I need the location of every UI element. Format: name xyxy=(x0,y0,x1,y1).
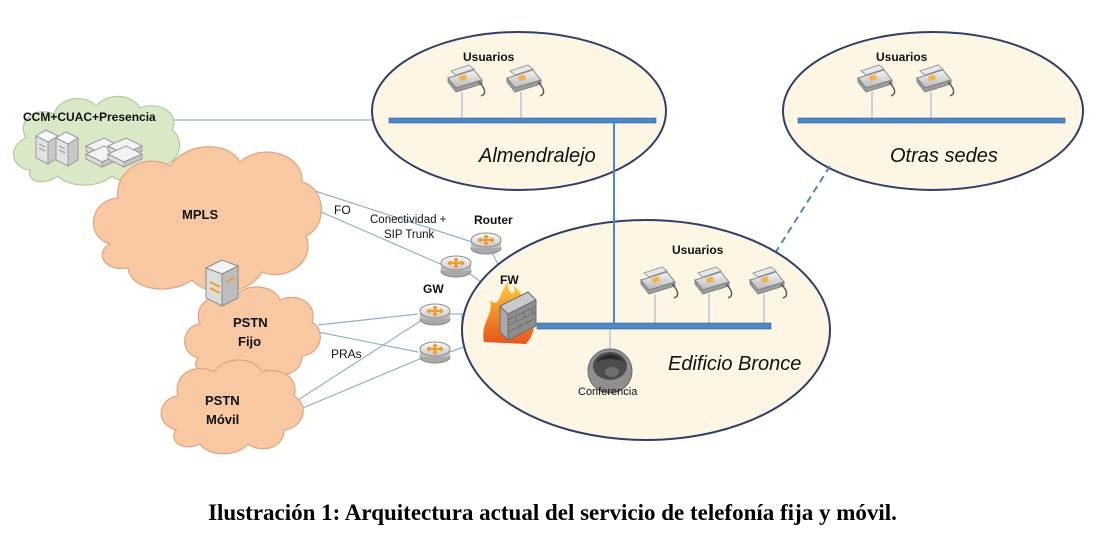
connectivity-label-1: Conectividad + xyxy=(370,214,447,226)
pstn-fijo-cloud: PSTN Fijo xyxy=(184,286,321,381)
bronce-lan-bus xyxy=(536,322,772,330)
pra-link-movil-gw1 xyxy=(297,319,423,401)
bronce-site-name: Edificio Bronce xyxy=(668,353,801,375)
pra-link-fijo-gw1 xyxy=(317,313,419,326)
architecture-diagram: Usuarios Almendralejo Usuarios Otras sed… xyxy=(13,31,1084,455)
otras-sedes-site-name: Otras sedes xyxy=(890,145,998,167)
gw-upper-icon xyxy=(418,302,452,327)
otras-sedes-lan-bus xyxy=(797,117,1066,124)
pstn-movil-label-1: PSTN xyxy=(205,393,240,408)
pstn-movil-cloud: PSTN Móvil xyxy=(160,359,304,455)
almendralejo-lan-bus xyxy=(388,117,657,124)
fo-link-upper xyxy=(311,189,473,243)
site-otras-sedes: Usuarios Otras sedes xyxy=(782,31,1084,191)
conferencia-label: Conferencia xyxy=(578,386,638,398)
site-almendralejo: Usuarios Almendralejo xyxy=(371,31,667,191)
almendralejo-site-name: Almendralejo xyxy=(478,145,596,167)
mpls-label: MPLS xyxy=(182,207,218,222)
pstn-movil-label-2: Móvil xyxy=(206,412,239,427)
pstn-fijo-label-1: PSTN xyxy=(233,315,268,330)
otras-sedes-users-label: Usuarios xyxy=(876,50,928,64)
conference-phone-icon xyxy=(587,348,633,394)
ccm-label: CCM+CUAC+Presencia xyxy=(23,110,156,124)
connectivity-label-2: SIP Trunk xyxy=(384,229,435,241)
bronce-users-label: Usuarios xyxy=(672,243,724,257)
fo-link-lower xyxy=(311,207,446,267)
pbx-server-icon xyxy=(204,259,240,307)
gw-lower-icon xyxy=(418,340,452,365)
almendralejo-users-label: Usuarios xyxy=(463,50,515,64)
otras-sedes-dashed-link xyxy=(771,165,831,259)
pstn-fijo-label-2: Fijo xyxy=(238,334,261,349)
router-label: Router xyxy=(474,213,513,227)
figure-caption: Ilustración 1: Arquitectura actual del s… xyxy=(208,500,897,525)
mpls-cloud: MPLS xyxy=(92,146,322,293)
router-lower-icon xyxy=(439,254,473,279)
router-upper-icon xyxy=(469,231,503,256)
pras-label: PRAs xyxy=(331,347,362,361)
ccm-cloud: CCM+CUAC+Presencia xyxy=(13,95,181,186)
fo-label: FO xyxy=(334,203,351,217)
fw-label: FW xyxy=(500,273,519,287)
gw-label: GW xyxy=(423,282,444,296)
site-edificio-bronce: Usuarios Conferencia Edificio Bronce xyxy=(461,219,831,441)
firewall-icon xyxy=(483,282,537,344)
pra-link-fijo-gw2 xyxy=(317,331,419,353)
pra-link-movil-gw2 xyxy=(297,357,423,411)
